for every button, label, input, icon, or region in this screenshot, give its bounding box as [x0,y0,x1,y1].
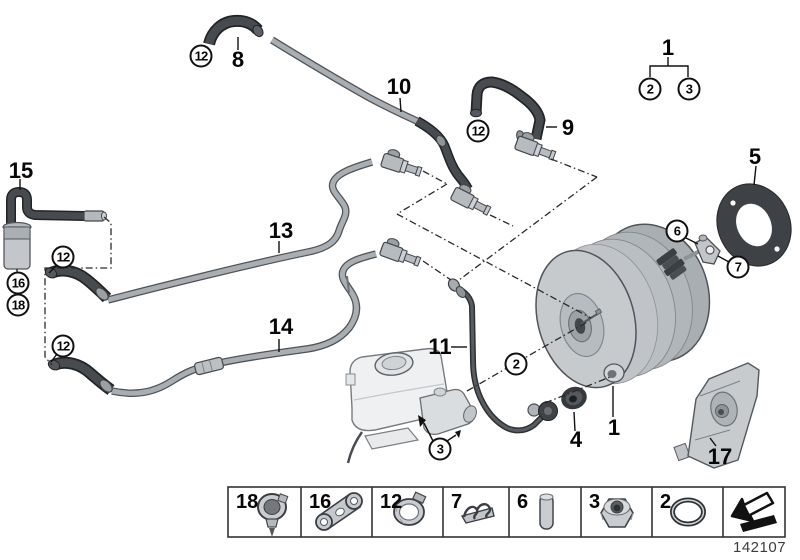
spring-clip-icon [460,503,495,524]
hose-clamp-icon [393,491,427,526]
legend-number-3[interactable]: 3 [589,491,601,513]
vacuum-pipe-11 [447,278,546,434]
callout-circle-7[interactable]: 7 [726,255,750,279]
callout-5[interactable]: 5 [748,144,762,169]
callout-11[interactable]: 11 [428,334,452,359]
hex-nut-icon [600,498,634,528]
part-number: 142107 [733,539,787,556]
callout-1-booster[interactable]: 1 [607,415,621,440]
fitting-pipe14 [379,238,422,267]
fitting-hose9 [514,132,557,161]
clevis-pin-icon [539,493,554,530]
pipe-13 [44,158,374,304]
callout-circle-12-upper[interactable]: 12 [51,245,75,269]
callout-10[interactable]: 10 [386,74,412,99]
vacuum-hose-8 [203,14,264,46]
direction-arrow-icon [730,491,777,532]
callout-circle-12-lower[interactable]: 12 [51,334,75,358]
pipe-clamp-icon [257,493,289,537]
callout-circle-12-hose8[interactable]: 12 [189,44,213,68]
callout-13[interactable]: 13 [268,218,294,243]
o-ring-icon [670,497,706,527]
check-valve-15 [2,186,107,272]
legend-number-7[interactable]: 7 [451,491,463,513]
callout-circle-16[interactable]: 16 [6,271,30,295]
vacuum-pipe-10 [270,36,473,192]
legend-number-12[interactable]: 12 [380,491,403,513]
assembly-guide-lines [44,158,611,404]
callout-circle-12-hose9[interactable]: 12 [466,119,490,143]
legend-number-6[interactable]: 6 [517,491,529,513]
fitting-pipe13 [380,149,423,177]
pipe-14 [47,250,377,397]
gasket-5 [716,183,792,267]
banjo-fitting [527,401,558,421]
callout-17[interactable]: 17 [707,444,733,469]
mounting-bracket-17 [673,362,760,469]
callout-circle-2-mid[interactable]: 2 [504,352,528,376]
callout-circle-18[interactable]: 18 [6,293,30,317]
callout-14[interactable]: 14 [268,314,294,339]
callout-8[interactable]: 8 [231,47,245,72]
grommet-4 [561,386,587,410]
callout-circle-3-group[interactable]: 3 [677,77,701,101]
callout-circle-3-reservoir[interactable]: 3 [428,437,452,461]
arrowheads [418,415,461,438]
legend-number-16[interactable]: 16 [309,491,332,513]
retaining-bracket-icon [315,492,363,531]
legend-number-18[interactable]: 18 [236,491,259,513]
legend-number-2[interactable]: 2 [660,491,672,513]
brake-booster [535,223,721,389]
callout-circle-2-group[interactable]: 2 [638,77,662,101]
callout-15[interactable]: 15 [8,158,34,183]
callout-9[interactable]: 9 [561,115,575,140]
callout-circle-6[interactable]: 6 [665,219,689,243]
callout-1-group[interactable]: 1 [661,35,675,60]
inline-connector [194,356,224,376]
callout-4[interactable]: 4 [569,427,583,452]
fitting-pipe10 [450,184,492,216]
